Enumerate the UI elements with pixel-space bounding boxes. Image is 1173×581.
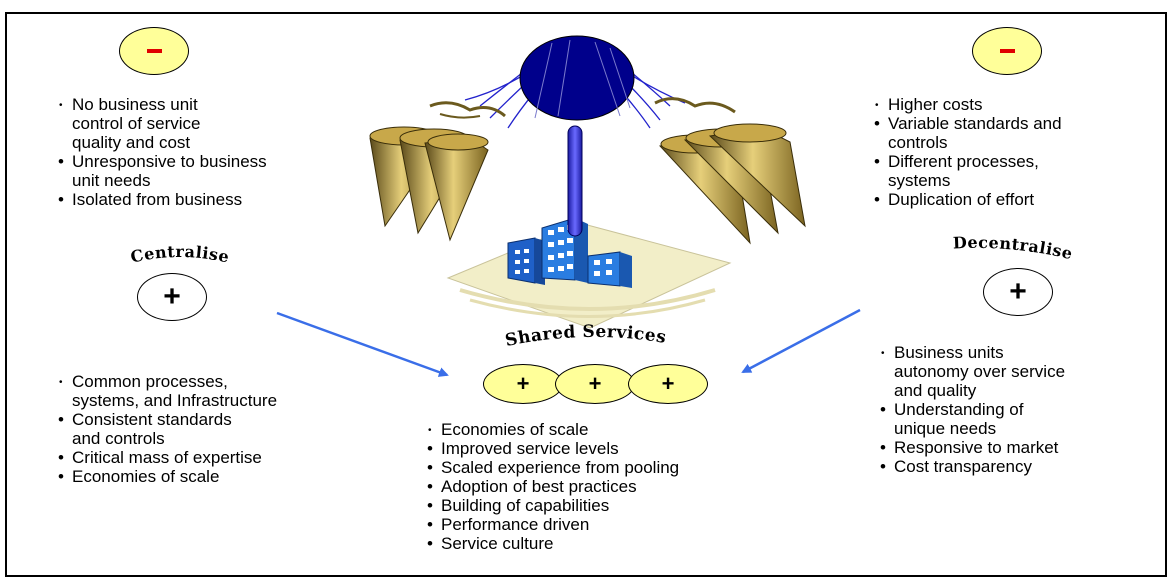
list-item: Critical mass of expertise (57, 448, 277, 467)
list-item: Performance driven (426, 515, 679, 534)
plus-icon: + (588, 371, 602, 396)
decentralise-minus-oval (972, 27, 1042, 75)
diagram-frame (5, 12, 1167, 577)
list-item: Economies of scale (426, 420, 679, 440)
arrow-icon (276, 311, 449, 377)
decentralise-minus-list: Higher costs Variable standards and cont… (873, 95, 1062, 209)
plus-icon: + (163, 280, 181, 313)
shared-services-illustration (369, 35, 806, 329)
list-item: Higher costs (873, 95, 1062, 115)
centralise-plus-oval: + (137, 273, 207, 321)
list-item: Consistent standards and controls (57, 410, 277, 448)
list-item: Economies of scale (57, 467, 277, 486)
plus-icon: + (1009, 275, 1027, 308)
list-item: Isolated from business (57, 190, 267, 209)
minus-icon (999, 49, 1015, 53)
list-item: Improved service levels (426, 439, 679, 458)
centralise-minus-oval (119, 27, 189, 75)
centralise-plus-list: Common processes, systems, and Infrastru… (57, 372, 277, 486)
shared-services-label: Shared Services (504, 322, 668, 351)
list-item: Duplication of effort (873, 190, 1062, 209)
list-item: Cost transparency (879, 457, 1065, 476)
list-item: Different processes, systems (873, 152, 1062, 190)
list-item: Scaled experience from pooling (426, 458, 679, 477)
shared-plus-oval: + (555, 364, 635, 404)
arrow-icon (741, 308, 861, 374)
list-item: Adoption of best practices (426, 477, 679, 496)
decentralise-plus-oval: + (983, 268, 1053, 316)
list-item: Variable standards and controls (873, 114, 1062, 152)
list-item: Common processes, systems, and Infrastru… (57, 372, 277, 410)
plus-icon: + (661, 371, 675, 396)
shared-plus-oval: + (483, 364, 563, 404)
list-item: Service culture (426, 534, 679, 553)
centralise-label: Centralise (129, 242, 231, 267)
minus-icon (146, 49, 162, 53)
list-item: Unresponsive to business unit needs (57, 152, 267, 190)
list-item: Understanding of unique needs (879, 400, 1065, 438)
decentralise-label: Decentralise (953, 233, 1075, 263)
bucket-cluster-icon (654, 97, 806, 245)
stem-icon (567, 125, 583, 237)
list-item: Building of capabilities (426, 496, 679, 515)
bucket-cluster-icon (369, 101, 506, 242)
shared-plus-list: Economies of scale Improved service leve… (426, 420, 679, 553)
centralise-minus-list: No business unit control of service qual… (57, 95, 267, 209)
decentralise-plus-list: Business units autonomy over service and… (879, 343, 1065, 476)
list-item: No business unit control of service qual… (57, 95, 267, 152)
list-item: Business units autonomy over service and… (879, 343, 1065, 400)
shared-plus-oval: + (628, 364, 708, 404)
plus-icon: + (516, 371, 530, 396)
list-item: Responsive to market (879, 438, 1065, 457)
